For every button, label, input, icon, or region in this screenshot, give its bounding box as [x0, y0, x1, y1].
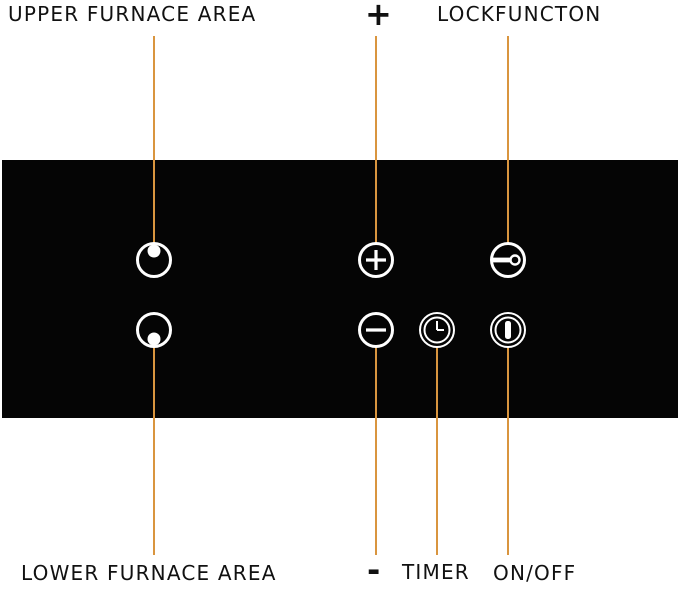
on-off-button[interactable] — [488, 310, 528, 350]
leader-line-timer — [436, 346, 438, 555]
leader-line-on-off — [507, 346, 509, 555]
minus-button[interactable] — [356, 310, 396, 350]
leader-line-plus — [375, 36, 377, 244]
label-on-off: ON/OFF — [493, 561, 577, 585]
label-plus: + — [365, 0, 392, 33]
lock-function-button[interactable] — [488, 240, 528, 280]
lock-key-icon — [490, 242, 526, 278]
label-timer: TIMER — [402, 560, 470, 584]
leader-line-lock — [507, 36, 509, 244]
label-upper-furnace-area: UPPER FURNACE AREA — [8, 2, 257, 26]
leader-line-lower-furnace — [153, 346, 155, 555]
plus-icon — [358, 242, 394, 278]
plus-button[interactable] — [356, 240, 396, 280]
control-panel — [2, 160, 678, 418]
label-lock-function: LOCKFUNCTON — [437, 2, 602, 26]
leader-line-upper-furnace — [153, 36, 155, 244]
clock-icon — [419, 312, 455, 348]
label-minus: - — [367, 551, 381, 589]
leader-line-minus — [375, 346, 377, 555]
minus-icon — [358, 312, 394, 348]
lower-furnace-button[interactable] — [134, 310, 174, 350]
label-lower-furnace-area: LOWER FURNACE AREA — [21, 561, 277, 585]
lower-furnace-icon — [136, 312, 172, 348]
upper-furnace-button[interactable] — [134, 240, 174, 280]
timer-button[interactable] — [417, 310, 457, 350]
power-icon — [490, 312, 526, 348]
upper-furnace-icon — [136, 242, 172, 278]
